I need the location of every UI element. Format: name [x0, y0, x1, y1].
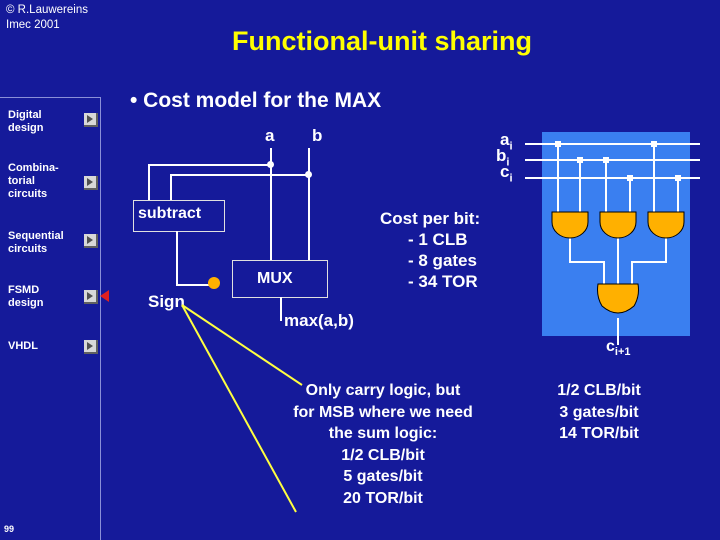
cost-per-bit: Cost per bit: - 1 CLB - 8 gates - 34 TOR: [380, 208, 480, 292]
junction-dot: [305, 171, 312, 178]
carry-out-sub: i+1: [614, 346, 631, 359]
cost-clb: - 1 CLB: [408, 230, 468, 249]
sidebar-item-label: circuits: [8, 243, 48, 255]
bit-a-text: a: [500, 130, 510, 149]
bit-a-sub: i: [509, 140, 513, 153]
slide-title: Functional-unit sharing: [232, 26, 532, 56]
wire: [280, 297, 282, 321]
note-msb: Only carry logic, but for MSB where we n…: [262, 380, 504, 509]
play-icon[interactable]: [84, 234, 98, 248]
wire: [308, 148, 310, 176]
junction-dot: [267, 161, 274, 168]
bit-b-sub: i: [506, 156, 510, 169]
wire: [148, 164, 150, 200]
sidebar-item-label: design: [8, 297, 44, 309]
connection-square: [577, 157, 583, 163]
play-icon[interactable]: [84, 113, 98, 127]
connection-square: [627, 175, 633, 181]
sidebar-item-digital-design[interactable]: Digital design: [8, 109, 43, 135]
note-line: Only carry logic, but: [305, 382, 461, 399]
input-b-label: b: [312, 126, 323, 145]
bit-c-text: c: [500, 162, 510, 181]
wire: [569, 236, 605, 284]
clb-box: [542, 132, 690, 336]
sidebar-item-sequential[interactable]: Sequential circuits: [8, 230, 64, 256]
input-a-label: a: [265, 126, 275, 145]
bit-b-text: b: [496, 146, 507, 165]
bit-a-label: ai: [500, 130, 513, 152]
note-line: 14 TOR/bit: [559, 425, 639, 442]
note-line: for MSB where we need: [293, 403, 473, 421]
sign-dot: [208, 277, 220, 289]
play-icon[interactable]: [84, 176, 98, 190]
sidebar-item-label: Sequential: [8, 230, 64, 242]
wire: [148, 164, 272, 166]
mux-label: MUX: [257, 270, 293, 287]
sidebar-item-combinatorial[interactable]: Combina- torial circuits: [8, 162, 59, 201]
play-icon[interactable]: [84, 290, 98, 304]
note-line: 20 TOR/bit: [343, 489, 423, 507]
copyright: © R.Lauwereins Imec 2001: [6, 3, 88, 33]
connection-square: [651, 141, 657, 147]
connection-square: [555, 141, 561, 147]
highlight-line: [181, 304, 303, 386]
wire: [170, 174, 310, 176]
subtract-block: [133, 200, 225, 232]
active-item-arrow-icon: [100, 290, 109, 302]
note-line: 5 gates/bit: [343, 468, 423, 485]
wire: [170, 174, 172, 200]
mux-block: [232, 260, 328, 298]
wire: [176, 231, 178, 285]
wire: [631, 236, 667, 284]
output-label: max(a,b): [284, 311, 354, 330]
bullet-cost-model: • Cost model for the MAX: [130, 89, 382, 112]
connection-square: [675, 175, 681, 181]
note-line: 1/2 CLB/bit: [341, 446, 425, 464]
note-line: the sum logic:: [328, 425, 438, 442]
and-gate-icon: [599, 211, 637, 239]
wire: [308, 176, 310, 260]
wire: [270, 164, 272, 260]
play-icon[interactable]: [84, 340, 98, 354]
cost-gates: - 8 gates: [408, 251, 477, 270]
note-line: 1/2 CLB/bit: [557, 382, 641, 399]
sidebar-item-label: Combina-: [8, 162, 59, 174]
sidebar-item-label: VHDL: [8, 340, 38, 352]
wire: [270, 148, 272, 166]
sidebar-item-label: circuits: [8, 188, 48, 200]
sidebar-divider: [100, 451, 101, 540]
carry-out-text: c: [606, 338, 615, 355]
note-bit-cost: 1/2 CLB/bit 3 gates/bit 14 TOR/bit: [538, 380, 660, 445]
sign-label: Sign: [148, 292, 185, 311]
sidebar-item-fsmd[interactable]: FSMD design: [8, 284, 43, 310]
subtract-label: subtract: [138, 205, 202, 222]
bit-c-sub: i: [509, 172, 513, 185]
cost-tor: - 34 TOR: [408, 272, 478, 291]
or-gate-icon: [597, 283, 639, 314]
connection-square: [603, 157, 609, 163]
sidebar-item-label: torial: [8, 175, 35, 187]
copyright-name: © R.Lauwereins: [6, 4, 88, 16]
and-gate-icon: [551, 211, 589, 239]
page-number: 99: [4, 524, 15, 534]
cost-header: Cost per bit:: [380, 209, 481, 228]
sidebar-item-label: Digital: [8, 109, 42, 121]
bit-b-label: bi: [496, 146, 509, 168]
note-line: 3 gates/bit: [559, 403, 639, 421]
bit-c-label: ci: [500, 162, 513, 184]
sidebar-nav: Digital design Combina- torial circuits …: [0, 97, 101, 452]
sidebar-item-vhdl[interactable]: VHDL: [8, 340, 38, 353]
wire: [176, 284, 214, 286]
carry-out-label: ci+1: [606, 338, 631, 358]
copyright-year: Imec 2001: [6, 19, 60, 31]
and-gate-icon: [647, 211, 685, 239]
sidebar-item-label: design: [8, 122, 44, 134]
sidebar-item-label: FSMD: [8, 284, 40, 296]
